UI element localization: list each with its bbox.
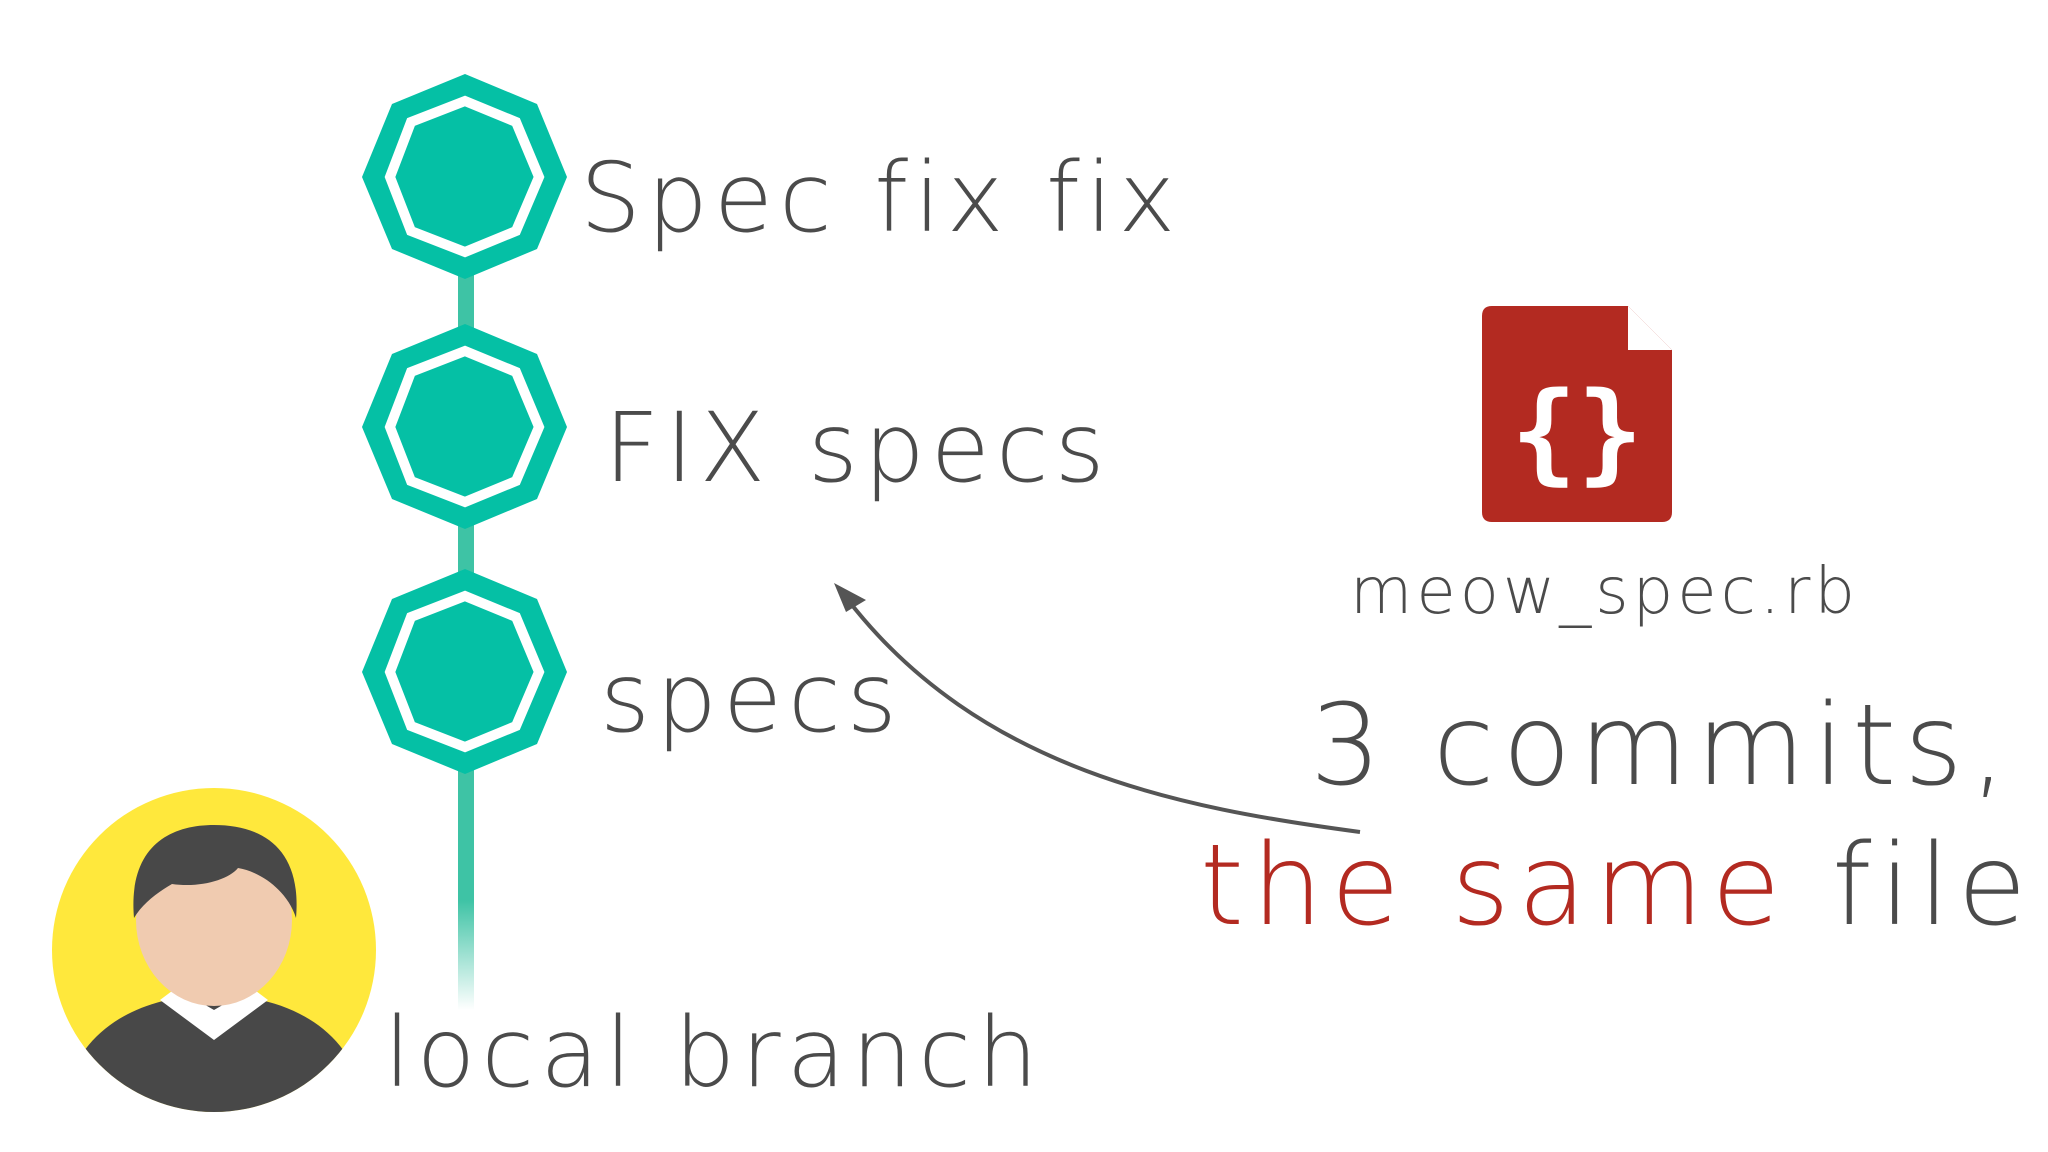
file-name: meow_spec.rb xyxy=(1350,555,1860,629)
commit-label: FIX specs xyxy=(604,392,1111,504)
commit-node-1 xyxy=(362,324,567,529)
avatar-hair xyxy=(133,825,297,918)
commit-label: specs xyxy=(600,642,903,754)
branch-line-fade xyxy=(458,900,474,1010)
file-icon-glyph: {} xyxy=(1511,368,1643,496)
avatar-body xyxy=(62,995,366,1112)
avatar xyxy=(52,788,376,1112)
caption-line-2: the same file xyxy=(1200,830,2035,942)
arrow-curve xyxy=(846,598,1361,834)
arrow xyxy=(834,583,1361,834)
commit-node-2 xyxy=(362,569,567,774)
code-file-icon: {} xyxy=(1482,306,1672,522)
caption-rest-text: file xyxy=(1788,821,2035,951)
caption-accent-text: the same xyxy=(1200,821,1789,951)
commit-label: Spec fix fix xyxy=(580,142,1182,254)
avatar-collar xyxy=(160,988,268,1040)
arrow-head xyxy=(834,583,866,612)
caption-line-1: 3 commits, xyxy=(1310,681,2015,811)
commit-node-0 xyxy=(362,74,567,279)
branch-label: local branch xyxy=(384,997,1044,1109)
